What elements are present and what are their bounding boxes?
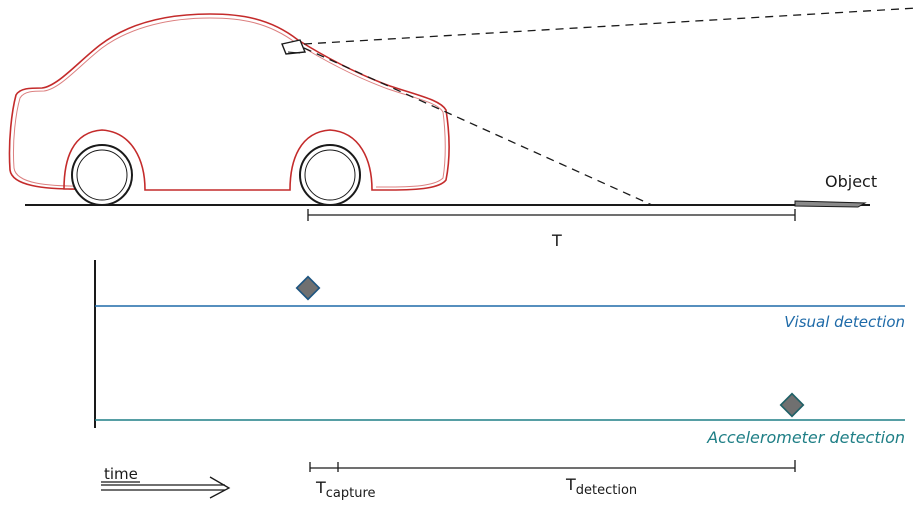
t-detection-label: Tdetection [565,475,637,498]
camera-far-ray [303,7,917,45]
visual-detection-label: Visual detection [784,313,905,331]
interval-label: T [551,231,562,250]
time-arrow [101,476,231,499]
diamond-marker [295,275,321,301]
diamond-marker [779,392,805,418]
accel-detection-label: Accelerometer detection [706,428,905,447]
wheel-rim [76,149,128,201]
object-label: Object [825,172,877,191]
camera-ground-ray [303,47,653,206]
timing-brackets [309,460,796,472]
camera-icon [281,39,307,55]
car-body-outline [8,13,450,191]
car-body-outline-inner [12,17,446,188]
time-label: time [104,465,138,483]
wheel-icon [299,144,361,206]
object-shape [794,200,867,208]
wheel-rim [304,149,356,201]
interval-bracket [307,209,796,221]
rear-wheel [299,144,361,206]
car [8,13,450,206]
front-wheel [71,144,133,206]
wheel-icon [71,144,133,206]
t-capture-label: Tcapture [315,478,376,501]
